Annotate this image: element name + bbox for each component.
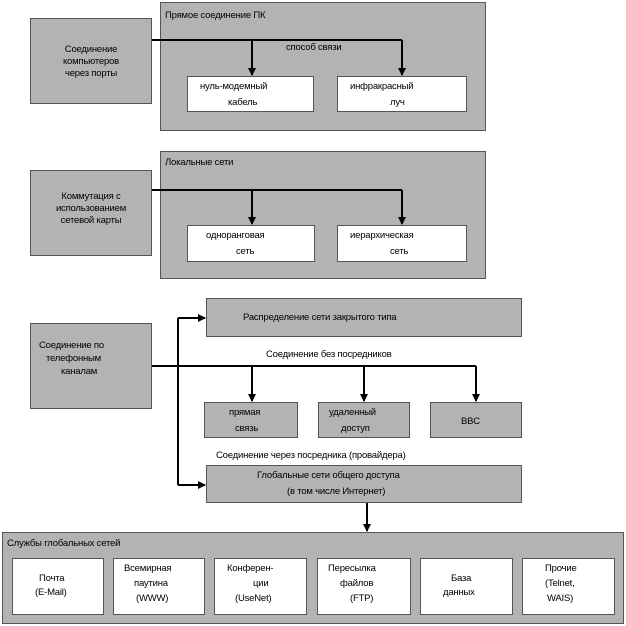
peer-network-line1: одноранговая [206, 230, 265, 241]
remote-access-line2: доступ [341, 423, 370, 434]
infrared-beam-box: инфракрасный луч [337, 76, 467, 112]
provider-connection-label: Соединение через посредника (провайдера) [216, 450, 406, 461]
hierarchical-network-box: иерархическая сеть [337, 225, 467, 262]
phone-channel-line3: каналам [61, 366, 98, 377]
infrared-line1: инфракрасный [350, 81, 414, 92]
peer-network-line2: сеть [236, 246, 255, 257]
service-ftp-box: Пересылка файлов (FTP) [317, 558, 411, 615]
closed-network-label: Распределение сети закрытого типа [243, 312, 397, 323]
service-www-box: Всемирная паутина (WWW) [113, 558, 205, 615]
service-ftp-line3: (FTP) [350, 593, 374, 604]
phone-channel-box: Соединение по телефонным каналам [30, 323, 152, 409]
phone-channel-line2: телефонным [46, 353, 101, 364]
service-email-line1: Почта [39, 573, 65, 584]
direct-link-line2: связь [235, 423, 259, 434]
service-other-line3: WAIS) [547, 593, 574, 604]
bbc-label: BBC [461, 416, 480, 427]
port-connection-box: Соединение компьютеров через порты [30, 18, 152, 104]
hier-network-line2: сеть [390, 246, 409, 257]
global-networks-box: Глобальные сети общего доступа (в том чи… [206, 465, 522, 503]
service-database-box: База данных [420, 558, 513, 615]
service-www-line1: Всемирная [124, 563, 172, 574]
service-ftp-line1: Пересылка [328, 563, 376, 574]
global-services-title: Службы глобальных сетей [7, 538, 121, 549]
global-networks-line1: Глобальные сети общего доступа [257, 470, 400, 481]
service-other-box: Прочие (Telnet, WAIS) [522, 558, 615, 615]
service-www-line3: (WWW) [136, 593, 169, 604]
port-connection-line2: компьютеров [62, 56, 120, 67]
null-modem-cable-box: нуль-модемный кабель [187, 76, 314, 112]
service-usenet-line1: Конферен- [227, 563, 274, 574]
bbc-box: BBC [430, 402, 522, 438]
service-email-line2: (E-Mail) [35, 587, 67, 598]
remote-access-box: удаленный доступ [318, 402, 410, 438]
service-database-line1: База [451, 573, 472, 584]
service-other-line2: (Telnet, [545, 578, 575, 589]
direct-link-line1: прямая [229, 407, 261, 418]
network-card-line1: Коммутация с [61, 191, 121, 202]
network-card-line2: использованием [55, 203, 127, 214]
infrared-line2: луч [390, 97, 405, 108]
service-usenet-box: Конферен- ции (UseNet) [214, 558, 307, 615]
service-database-line2: данных [443, 587, 475, 598]
port-connection-line1: Соединение [64, 44, 118, 55]
phone-channel-line1: Соединение по [39, 340, 104, 351]
hier-network-line1: иерархическая [350, 230, 414, 241]
global-networks-line2: (в том числе Интернет) [287, 486, 386, 497]
null-modem-line1: нуль-модемный [200, 81, 268, 92]
direct-connection-label: Соединение без посредников [266, 349, 392, 360]
direct-pc-connection-title: Прямое соединение ПК [165, 10, 266, 21]
service-ftp-line2: файлов [340, 578, 374, 589]
service-usenet-line3: (UseNet) [235, 593, 272, 604]
network-card-line3: сетевой карты [60, 215, 122, 226]
service-other-line1: Прочие [545, 563, 577, 574]
closed-network-box: Распределение сети закрытого типа [206, 298, 522, 337]
null-modem-line2: кабель [228, 97, 258, 108]
service-usenet-line2: ции [253, 578, 269, 589]
service-email-box: Почта (E-Mail) [12, 558, 104, 615]
port-connection-line3: через порты [64, 68, 118, 79]
connection-method-label: способ связи [286, 42, 342, 53]
local-networks-title: Локальные сети [165, 157, 234, 168]
direct-link-box: прямая связь [204, 402, 298, 438]
network-card-box: Коммутация с использованием сетевой карт… [30, 170, 152, 256]
global-services-panel: Службы глобальных сетей [2, 532, 624, 624]
peer-to-peer-network-box: одноранговая сеть [187, 225, 315, 262]
service-www-line2: паутина [134, 578, 168, 589]
remote-access-line1: удаленный [329, 407, 376, 418]
